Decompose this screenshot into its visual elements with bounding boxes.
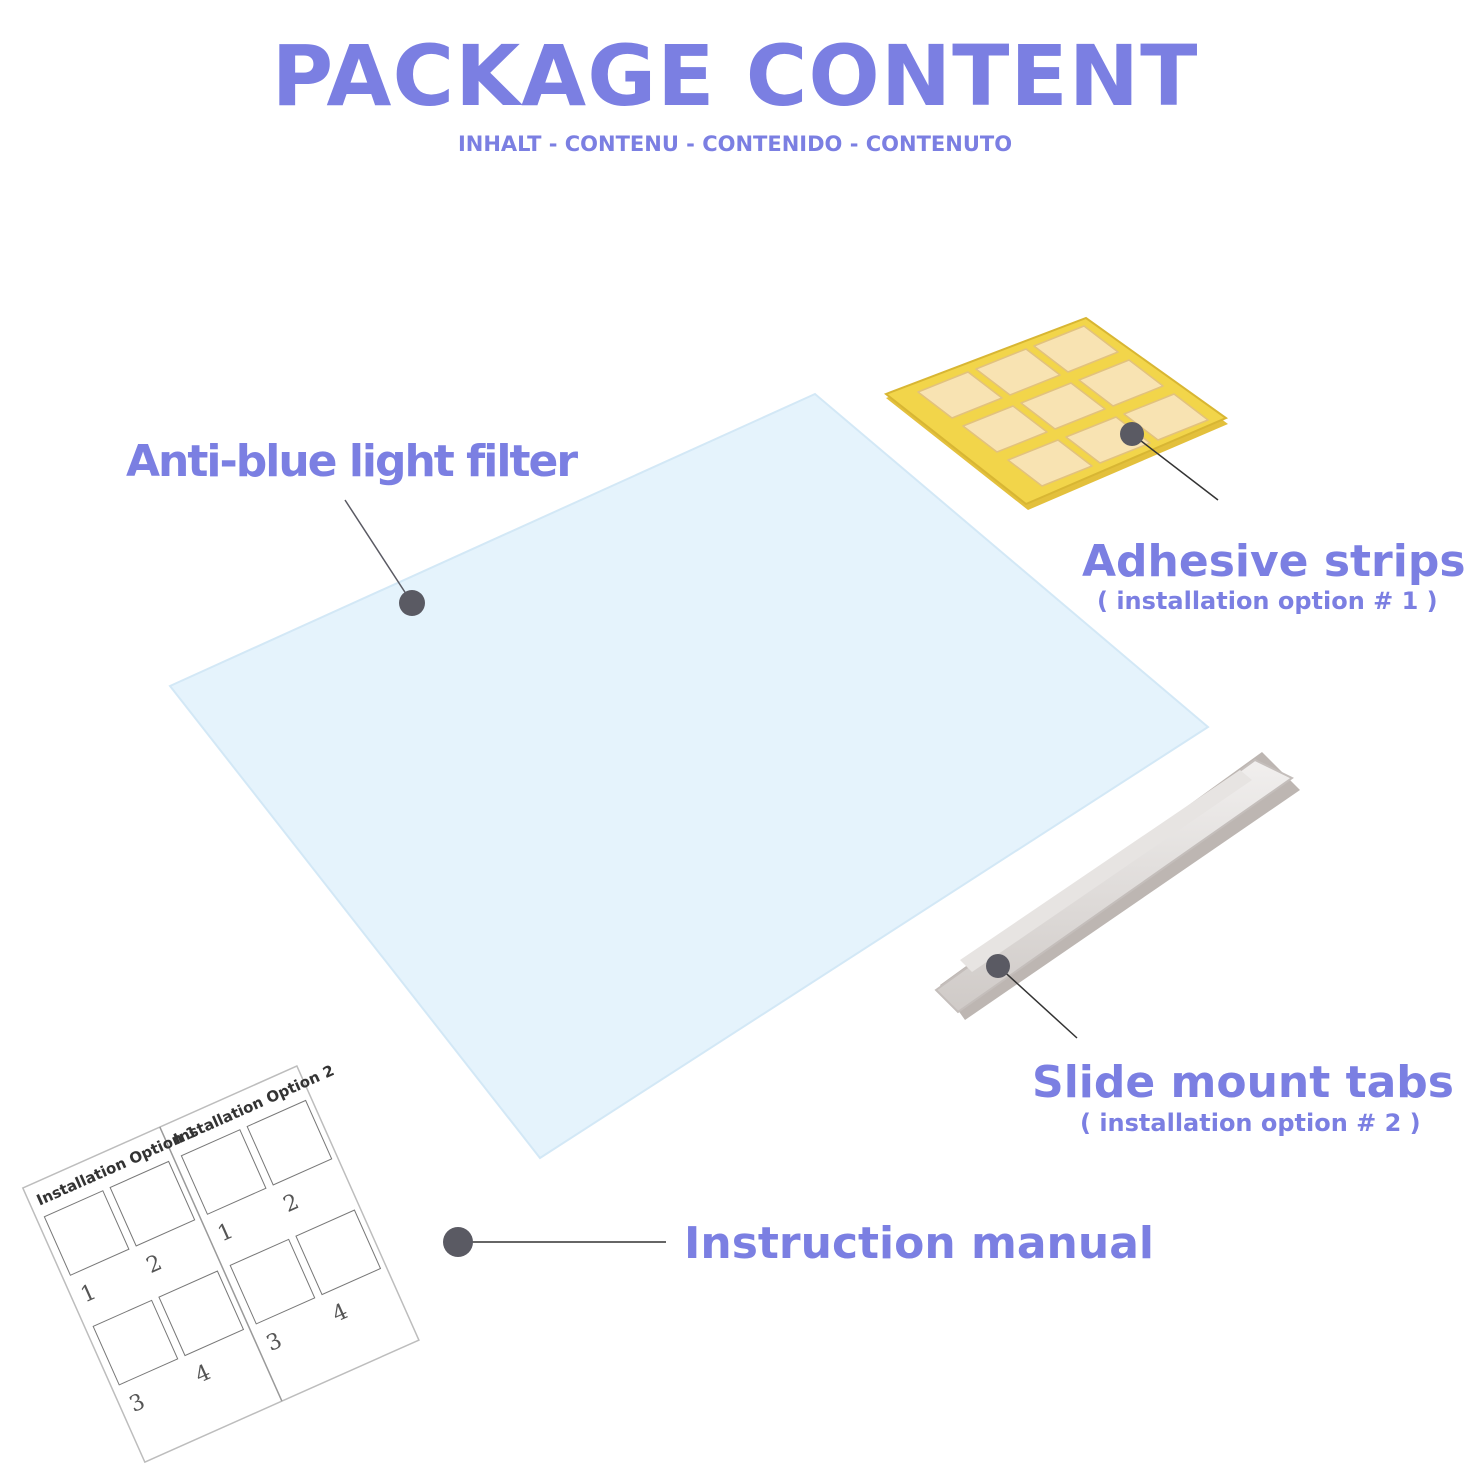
adhesive-pad <box>975 348 1061 396</box>
adhesive-pad <box>1078 359 1164 407</box>
adhesive-pad <box>917 371 1003 419</box>
adhesive-pads <box>917 325 1209 487</box>
filter-label: Anti-blue light filter <box>126 436 578 487</box>
filter-sheet <box>168 392 1210 1160</box>
adhesive-pad <box>1020 382 1106 430</box>
manual-step-box <box>43 1190 130 1276</box>
manual-step-box <box>229 1238 316 1325</box>
tabs-note: ( installation option # 2 ) <box>1080 1109 1421 1137</box>
manual-step-box <box>92 1299 179 1386</box>
adhesive-pad <box>1123 393 1209 441</box>
page-title: PACKAGE CONTENT <box>271 27 1199 125</box>
pointer-filter <box>344 499 425 616</box>
slide-mount-tab <box>934 752 1300 1020</box>
pointer-manual <box>443 1227 666 1257</box>
adhesive-note: ( installation option # 1 ) <box>1097 587 1438 615</box>
manual-label: Instruction manual <box>684 1218 1154 1269</box>
manual-step-box <box>295 1209 382 1296</box>
adhesive-pad <box>1007 439 1093 487</box>
page-subtitle: INHALT - CONTENU - CONTENIDO - CONTENUTO <box>457 132 1013 156</box>
manual-step-box <box>158 1270 245 1357</box>
instruction-manual-sheet: Installation Option 1 Installation Optio… <box>21 1061 420 1464</box>
pointer-tabs <box>986 954 1078 1039</box>
manual-step-box <box>180 1129 267 1215</box>
adhesive-pad <box>962 405 1048 453</box>
pointer-adhesive <box>1120 422 1219 501</box>
adhesive-label: Adhesive strips <box>1082 536 1466 587</box>
manual-step-box <box>246 1099 333 1186</box>
manual-step-box <box>109 1160 196 1247</box>
adhesive-pad <box>1033 325 1119 373</box>
tabs-label: Slide mount tabs <box>1032 1057 1454 1108</box>
